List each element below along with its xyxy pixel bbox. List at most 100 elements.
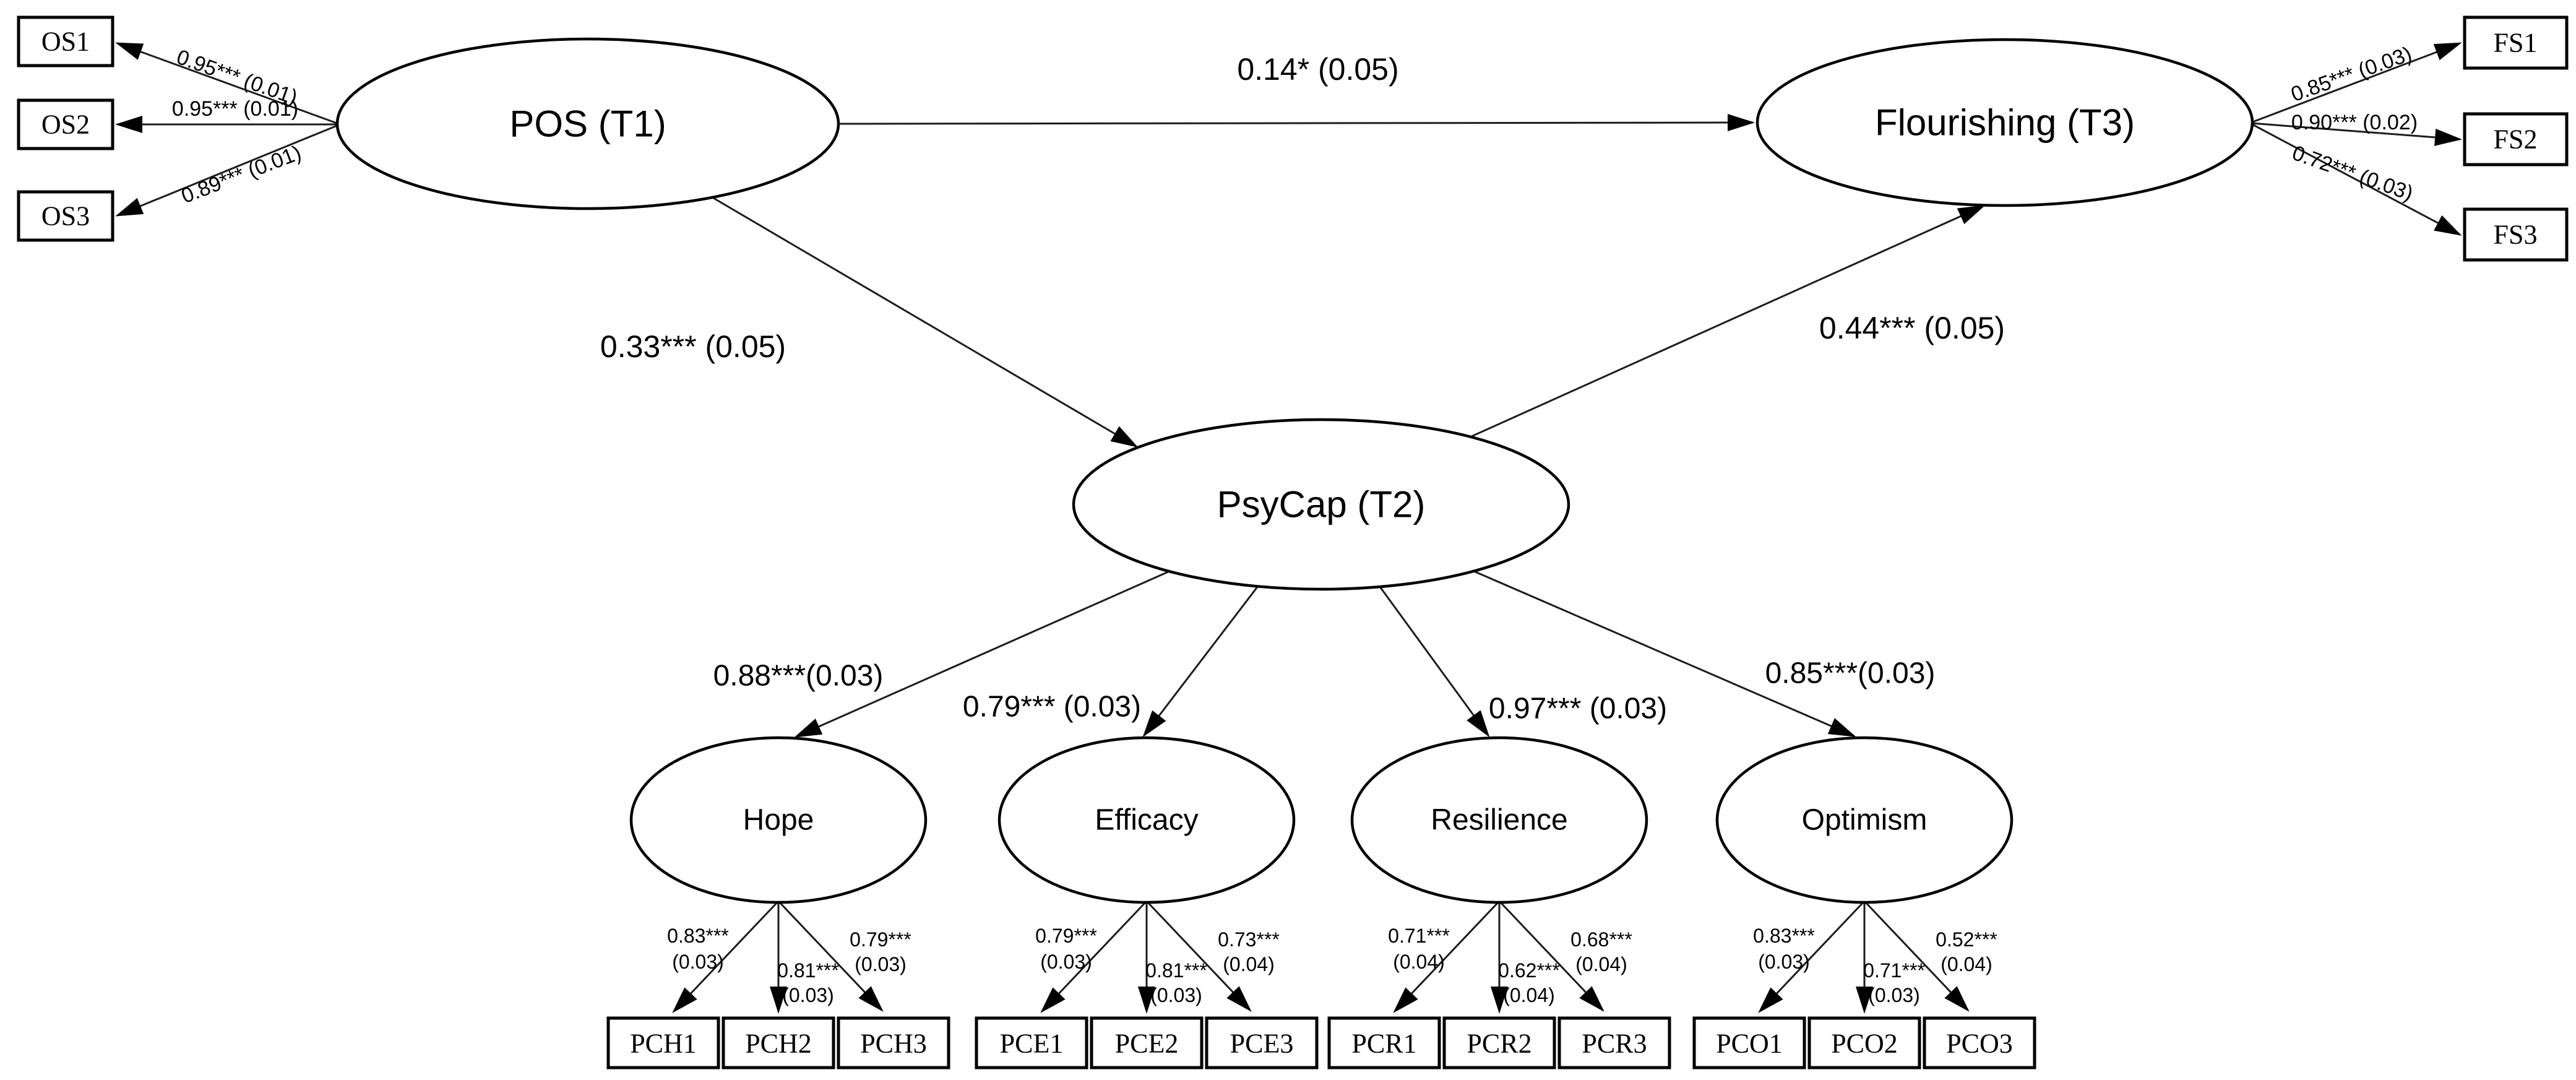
edge-resilience-pcr3 — [1498, 900, 1605, 1012]
loading-label-pce2-se: (0.03) — [1150, 984, 1202, 1006]
path-label-psycap-optimism: 0.85***(0.03) — [1765, 657, 1936, 690]
box-pcr2 — [1442, 1016, 1556, 1069]
box-pco2-label: PCO2 — [1831, 1029, 1898, 1059]
loading-label-pco1-estimate: 0.83*** — [1753, 925, 1815, 947]
node-optimism-label: Optimism — [1802, 804, 1928, 837]
loading-label-pcr1-estimate: 0.71*** — [1388, 925, 1450, 947]
box-pch3-label: PCH3 — [860, 1029, 927, 1059]
loading-label-pch1-estimate: 0.83*** — [667, 925, 729, 947]
loading-label-pce1-estimate: 0.79*** — [1035, 925, 1097, 947]
node-pos-label: POS (T1) — [509, 103, 666, 145]
loading-label-pco2-estimate: 0.71*** — [1863, 959, 1925, 982]
path-label-pos-flourishing: 0.14* (0.05) — [1237, 52, 1398, 87]
node-psycap — [1072, 418, 1570, 591]
node-resilience — [1350, 736, 1648, 904]
box-pce2 — [1090, 1016, 1204, 1069]
node-psycap-label: PsyCap (T2) — [1217, 484, 1426, 525]
box-pch2 — [722, 1016, 835, 1069]
edge-psycap-efficacy — [1142, 585, 1259, 738]
box-fs3 — [2463, 207, 2569, 262]
box-fs1 — [2463, 15, 2569, 70]
box-os1 — [17, 15, 114, 67]
box-pch2-label: PCH2 — [745, 1029, 812, 1059]
box-pce2-label: PCE2 — [1115, 1029, 1179, 1059]
edge-optimism-pco1 — [1758, 900, 1866, 1013]
box-pcr1 — [1327, 1016, 1441, 1069]
loading-label-pch3-se: (0.03) — [855, 953, 907, 975]
node-efficacy-label: Efficacy — [1095, 804, 1198, 837]
edge-psycap-resilience — [1379, 586, 1490, 738]
edge-flourishing-fs3 — [2251, 123, 2462, 236]
box-pco1 — [1692, 1016, 1806, 1069]
path-label-psycap-hope: 0.88***(0.03) — [713, 660, 884, 693]
edge-hope-pch3 — [777, 900, 884, 1012]
box-pcr2-label: PCR2 — [1467, 1029, 1531, 1059]
edge-flourishing-fs1 — [2251, 42, 2462, 124]
box-os3-label: OS3 — [41, 201, 90, 231]
loading-label-pch2-estimate: 0.81*** — [777, 959, 839, 982]
edge-resilience-pcr1 — [1393, 900, 1501, 1013]
loading-label-pcr2-estimate: 0.62*** — [1498, 959, 1560, 982]
node-flourishing — [1755, 38, 2254, 207]
edge-pos-os3 — [115, 124, 339, 217]
box-pco3-label: PCO3 — [1946, 1029, 2013, 1059]
loading-label-os3: 0.89*** (0.01) — [178, 141, 304, 209]
box-os2 — [17, 98, 114, 150]
loading-label-pco3-se: (0.04) — [1941, 953, 1992, 975]
loading-label-pcr3-estimate: 0.68*** — [1570, 928, 1632, 951]
loading-label-pce2-estimate: 0.81*** — [1145, 959, 1207, 982]
edge-efficacy-pce3 — [1145, 900, 1252, 1012]
box-pch1 — [606, 1016, 720, 1069]
loading-label-pcr2-se: (0.04) — [1503, 984, 1555, 1006]
loading-label-pch2-se: (0.03) — [782, 984, 834, 1006]
loading-label-pco1-se: (0.03) — [1758, 951, 1810, 973]
loading-label-fs3: 0.72*** (0.03) — [2289, 141, 2416, 205]
loading-label-pco2-se: (0.03) — [1868, 984, 1920, 1006]
box-pce3-label: PCE3 — [1230, 1029, 1294, 1059]
loading-label-fs1: 0.85*** (0.03) — [2288, 42, 2414, 106]
edge-hope-pch1 — [672, 900, 780, 1013]
box-pce1-label: PCE1 — [1000, 1029, 1064, 1059]
loading-label-os2: 0.95*** (0.01) — [172, 97, 298, 121]
box-os3 — [17, 190, 114, 242]
box-pcr3 — [1557, 1016, 1671, 1069]
node-flourishing-label: Flourishing (T3) — [1875, 102, 2135, 144]
loading-label-pch3-estimate: 0.79*** — [850, 928, 911, 951]
loading-label-pcr1-se: (0.04) — [1393, 951, 1445, 973]
box-fs1-label: FS1 — [2494, 28, 2538, 58]
box-os1-label: OS1 — [41, 27, 90, 57]
edge-psycap-flourishing — [1470, 205, 1986, 438]
path-label-psycap-resilience: 0.97*** (0.03) — [1489, 693, 1667, 725]
loading-label-fs2: 0.90*** (0.02) — [2291, 111, 2418, 134]
loading-label-pco3-estimate: 0.52*** — [1936, 928, 1997, 951]
box-fs2-label: FS2 — [2494, 124, 2538, 155]
box-pch3 — [837, 1016, 950, 1069]
path-label-pos-psycap: 0.33*** (0.05) — [600, 329, 786, 364]
box-fs3-label: FS3 — [2494, 220, 2538, 250]
loading-label-pce3-estimate: 0.73*** — [1218, 928, 1280, 951]
edge-pos-psycap — [713, 197, 1139, 448]
box-pcr3-label: PCR3 — [1582, 1029, 1647, 1059]
loading-label-pch1-se: (0.03) — [672, 951, 724, 973]
box-fs2 — [2463, 112, 2569, 166]
box-pco2 — [1807, 1016, 1921, 1069]
node-pos — [335, 37, 840, 210]
node-hope-label: Hope — [743, 804, 814, 837]
edge-psycap-hope — [794, 570, 1170, 738]
box-pco1-label: PCO1 — [1716, 1029, 1783, 1059]
box-pce1 — [975, 1016, 1088, 1069]
loading-label-pce1-se: (0.03) — [1040, 951, 1092, 973]
box-pch1-label: PCH1 — [630, 1029, 697, 1059]
edge-pos-os1 — [115, 42, 339, 125]
loading-label-pcr3-se: (0.04) — [1575, 953, 1627, 975]
path-label-psycap-flourishing: 0.44*** (0.05) — [1819, 311, 2005, 345]
edge-optimism-pco3 — [1863, 900, 1970, 1012]
edge-flourishing-fs2 — [2251, 122, 2462, 146]
edge-pos-flourishing — [838, 114, 1755, 132]
node-efficacy — [997, 736, 1296, 904]
edge-efficacy-pce1 — [1040, 900, 1148, 1013]
loading-label-pce3-se: (0.04) — [1223, 953, 1275, 975]
edge-psycap-optimism — [1473, 570, 1856, 737]
